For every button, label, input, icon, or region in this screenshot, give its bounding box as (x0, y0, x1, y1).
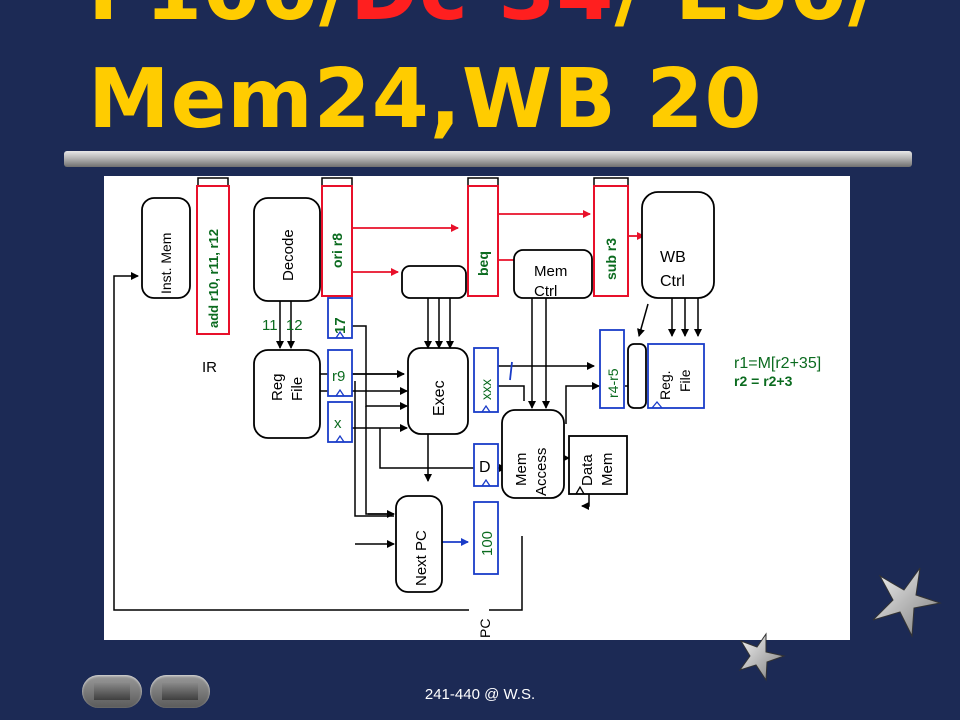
wire-imm-exec (350, 325, 408, 410)
wire-memout-wb (565, 382, 600, 424)
star-large-icon (872, 567, 942, 638)
reg-file2-block (647, 343, 705, 409)
wire-rt-nextpc (379, 428, 507, 472)
wire-wbctrl-latch (637, 303, 649, 337)
wb-ctrl-label-2: Ctrl (660, 273, 685, 290)
next-arrow-icon (162, 683, 198, 700)
data-mem-block (568, 435, 628, 495)
title-part-fetch: F100/ (88, 0, 350, 39)
inst-mem-block (141, 197, 191, 299)
mem-wb-register (593, 185, 629, 297)
clock-marks (335, 330, 663, 487)
reg-file2-label-1: Reg. (657, 370, 673, 400)
if-id-register (196, 185, 230, 335)
alu-out-register (473, 347, 499, 413)
mem-ctrl-label-2: Ctrl (534, 283, 557, 300)
title-part-decode: Dc 34 (350, 0, 614, 39)
pipeline-diagram: Inst. Mem Decode IR Reg File Exec Next P… (104, 176, 850, 640)
ex-mem-instruction: beq (475, 251, 491, 276)
wire-pc-feedback (113, 272, 469, 611)
wb-register (599, 329, 625, 409)
ex-mem-register (467, 185, 499, 297)
next-pc-block (395, 495, 443, 593)
wire-rs-nextpc (354, 381, 394, 517)
id-ex-instruction: ori r8 (329, 233, 345, 268)
reg-numbers: 11 12 (262, 317, 303, 334)
title-divider (64, 151, 912, 167)
rs-value: r9 (332, 368, 345, 385)
note-line-1: r1=M[r2+35] (734, 355, 821, 372)
next-slide-button[interactable] (150, 675, 210, 708)
mem-access-block (501, 409, 565, 499)
if-id-instruction: add r10, r11, r12 (206, 229, 221, 328)
ir-label: IR (202, 359, 217, 376)
wire-pc-to-mem (489, 536, 523, 611)
mem-wb-instruction: sub r3 (603, 238, 619, 280)
wire-data-out (581, 494, 590, 510)
previous-arrow-icon (94, 683, 130, 700)
decode-block (253, 197, 321, 302)
wb-ctrl-label-1: WB (660, 249, 686, 266)
rs-register (327, 349, 353, 397)
wb-latch-block (627, 343, 647, 409)
data-mem-label-1: Data (579, 454, 596, 486)
title-line2: Mem24,WB 20 (88, 52, 763, 147)
exec-block (407, 347, 469, 435)
exec-label: Exec (431, 380, 448, 416)
title-part-exec: / E50/ (614, 0, 879, 39)
wb-register-value: r4-r5 (605, 368, 621, 398)
pipeline-svg: Inst. Mem Decode IR Reg File Exec Next P… (113, 177, 821, 638)
pc-register (473, 501, 499, 575)
star-small-icon (738, 632, 786, 682)
decode-label: Decode (280, 229, 297, 281)
previous-slide-button[interactable] (82, 675, 142, 708)
slide-title: F100/Dc 34/ E50/Mem24,WB 20 (88, 0, 879, 154)
next-pc-label: Next PC (413, 530, 430, 586)
pc-value: 100 (479, 531, 496, 556)
reg-file-label-2: File (289, 377, 306, 401)
mem-access-label-2: Access (533, 448, 550, 496)
data-mem-clock (575, 485, 585, 495)
reg-file-label-1: Reg (269, 373, 286, 401)
inst-mem-label: Inst. Mem (158, 233, 174, 294)
alu-out-value: xxx (478, 379, 494, 400)
latch-tops (197, 177, 629, 187)
wb-ctrl-block (641, 191, 715, 299)
wire-alu-blue (509, 361, 513, 381)
wire-alu-data (498, 385, 525, 401)
id-ex-register (321, 185, 353, 297)
reg-file-block (253, 349, 321, 439)
rt-value: x (334, 415, 342, 432)
note-line-2: r2 = r2+3 (734, 373, 793, 389)
mem-ctrl-block (513, 249, 593, 299)
mux-block (401, 265, 467, 299)
pc-label: PC (477, 619, 493, 638)
mem-access-label-1: Mem (513, 453, 530, 486)
data-mem-label-2: Mem (599, 453, 616, 486)
mem-ctrl-label-1: Mem (534, 263, 567, 280)
reg-file2-label-2: File (677, 369, 693, 392)
slide-footer: 241-440 @ W.S. (424, 686, 536, 703)
imm-value: 17 (332, 317, 349, 334)
d-register-label: D (479, 459, 491, 476)
